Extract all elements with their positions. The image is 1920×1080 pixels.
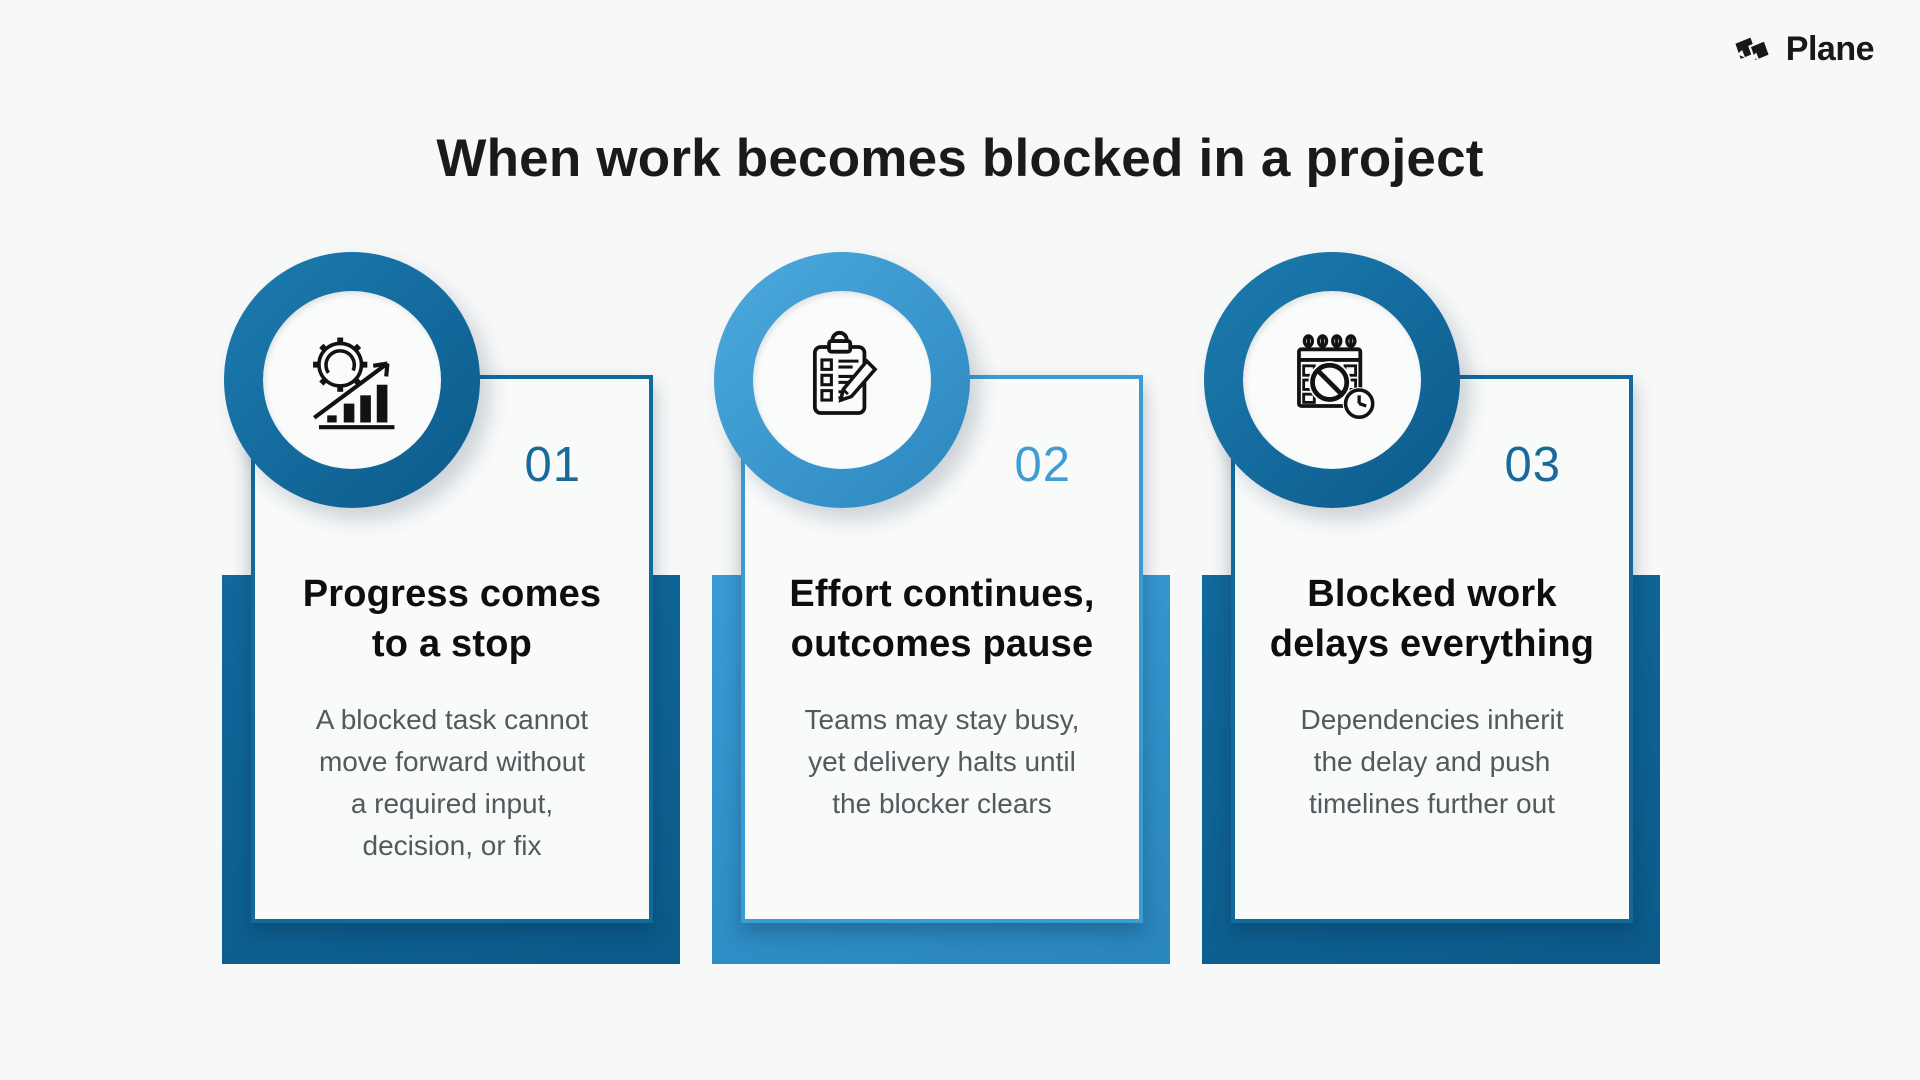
step-card-1: 01 Progress comes to a stop A blocked ta… [222,252,680,965]
card-title: Progress comes to a stop [302,573,602,665]
brand-name: Plane [1785,30,1875,68]
step-number: 01 [524,438,581,492]
step-card-2: 02 Effort continues, outcomes pause Team… [712,252,1170,965]
step-card-3: 03 Blocked work delays everything Depend… [1202,252,1660,965]
page-title: When work becomes blocked in a project [436,129,1484,188]
step-number: 03 [1504,438,1561,492]
blocked-calendar-clock-icon [1243,291,1421,469]
card-description: A blocked task cannot move forward witho… [315,704,589,861]
step-number: 02 [1014,438,1071,492]
card-title: Blocked work delays everything [1269,573,1595,665]
plane-logo-icon [1731,33,1777,67]
brand-logo: Plane [1731,30,1875,69]
icon-circle [224,252,480,508]
card-body: 03 Blocked work delays everything Depend… [1231,375,1633,923]
gear-growth-chart-icon [263,291,441,469]
card-description: Dependencies inherit the delay and push … [1300,704,1564,819]
icon-circle [714,252,970,508]
card-description: Teams may stay busy, yet delivery halts … [804,704,1080,819]
card-title: Effort continues, outcomes pause [789,573,1095,665]
icon-circle [1204,252,1460,508]
clipboard-pencil-icon [753,291,931,469]
